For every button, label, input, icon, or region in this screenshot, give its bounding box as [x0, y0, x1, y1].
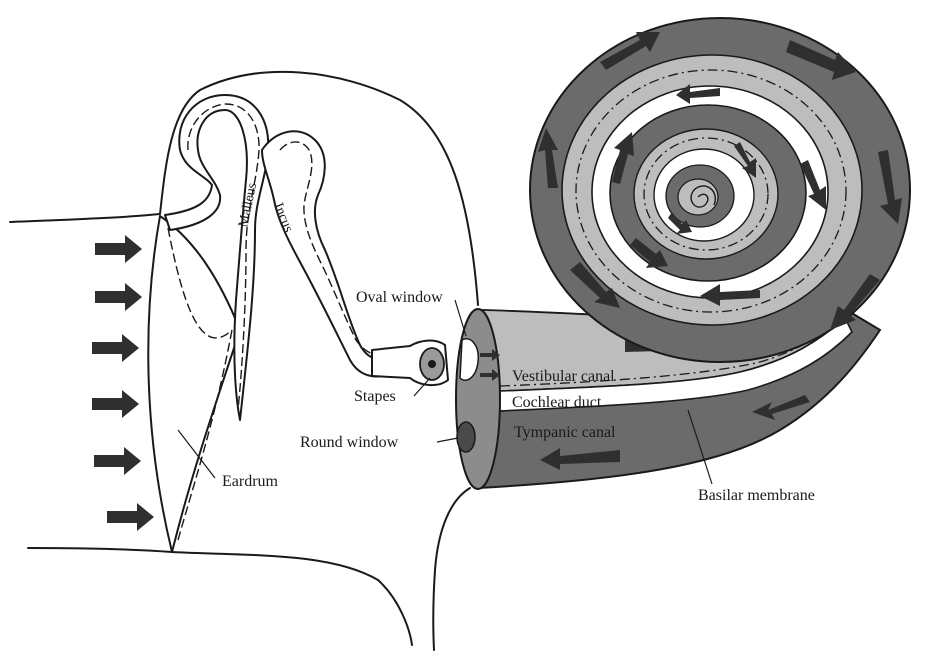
incus-dashed [279, 141, 393, 358]
label-eardrum: Eardrum [222, 473, 279, 490]
leader-round-window [436, 437, 459, 443]
leader-eardrum [177, 429, 216, 479]
skull-lower-curve [432, 487, 471, 651]
label-basilar-membrane: Basilar membrane [698, 487, 815, 504]
cochlea-end-cap [455, 308, 501, 490]
spiral-arrow [600, 32, 660, 70]
cochlea-spiral [529, 17, 911, 363]
sound-arrow [107, 503, 154, 531]
malleus-bone [164, 94, 270, 421]
label-cochlear-duct: Cochlear duct [512, 394, 602, 411]
sound-arrow [95, 235, 142, 263]
label-oval-window: Oval window [356, 289, 443, 306]
label-tympanic-canal: Tympanic canal [514, 424, 616, 441]
flow-arrow-small [480, 349, 500, 361]
spiral-arrow [612, 132, 634, 184]
stapes-dot [428, 360, 436, 368]
sound-arrow [95, 283, 142, 311]
spiral-arrow [630, 238, 668, 268]
oval-window-opening [459, 338, 479, 382]
flow-arrow-small [480, 369, 500, 381]
incus-bone [261, 130, 396, 378]
leader-oval-window [454, 299, 467, 337]
sound-arrow [94, 447, 141, 475]
label-round-window: Round window [300, 434, 399, 451]
spiral-arrow [700, 284, 760, 306]
leader-stapes [413, 377, 431, 397]
eardrum-dashed [167, 227, 233, 541]
spiral-center [690, 185, 716, 208]
spiral-arrow [800, 160, 826, 210]
head-outline [9, 70, 479, 306]
stapes [371, 339, 449, 386]
malleus-dashed [187, 103, 260, 411]
round-window-shape [456, 421, 476, 453]
spiral-arrow [786, 40, 856, 80]
head-outline-lower [27, 547, 413, 646]
cochlear-duct-band [477, 316, 853, 413]
leader-basilar-membrane [687, 409, 713, 485]
flow-arrow [540, 448, 620, 470]
spiral-arrow [668, 212, 692, 234]
spiral-arrow [538, 128, 558, 188]
label-vestibular-canal: Vestibular canal [512, 368, 615, 385]
flow-arrow [752, 395, 810, 420]
sound-arrow [92, 390, 139, 418]
spiral-arrow [734, 142, 756, 178]
spiral-arrow [570, 262, 620, 308]
spiral-arrow [830, 274, 880, 330]
spiral-dotdash-2 [643, 137, 769, 251]
spiral-arrow [878, 150, 902, 224]
spiral-dotdash-1 [575, 69, 847, 313]
spiral-arrow [676, 84, 720, 104]
sound-arrow [92, 334, 139, 362]
label-stapes: Stapes [354, 388, 396, 405]
eardrum-shape [147, 215, 241, 553]
sound-wave-arrows [92, 235, 154, 531]
